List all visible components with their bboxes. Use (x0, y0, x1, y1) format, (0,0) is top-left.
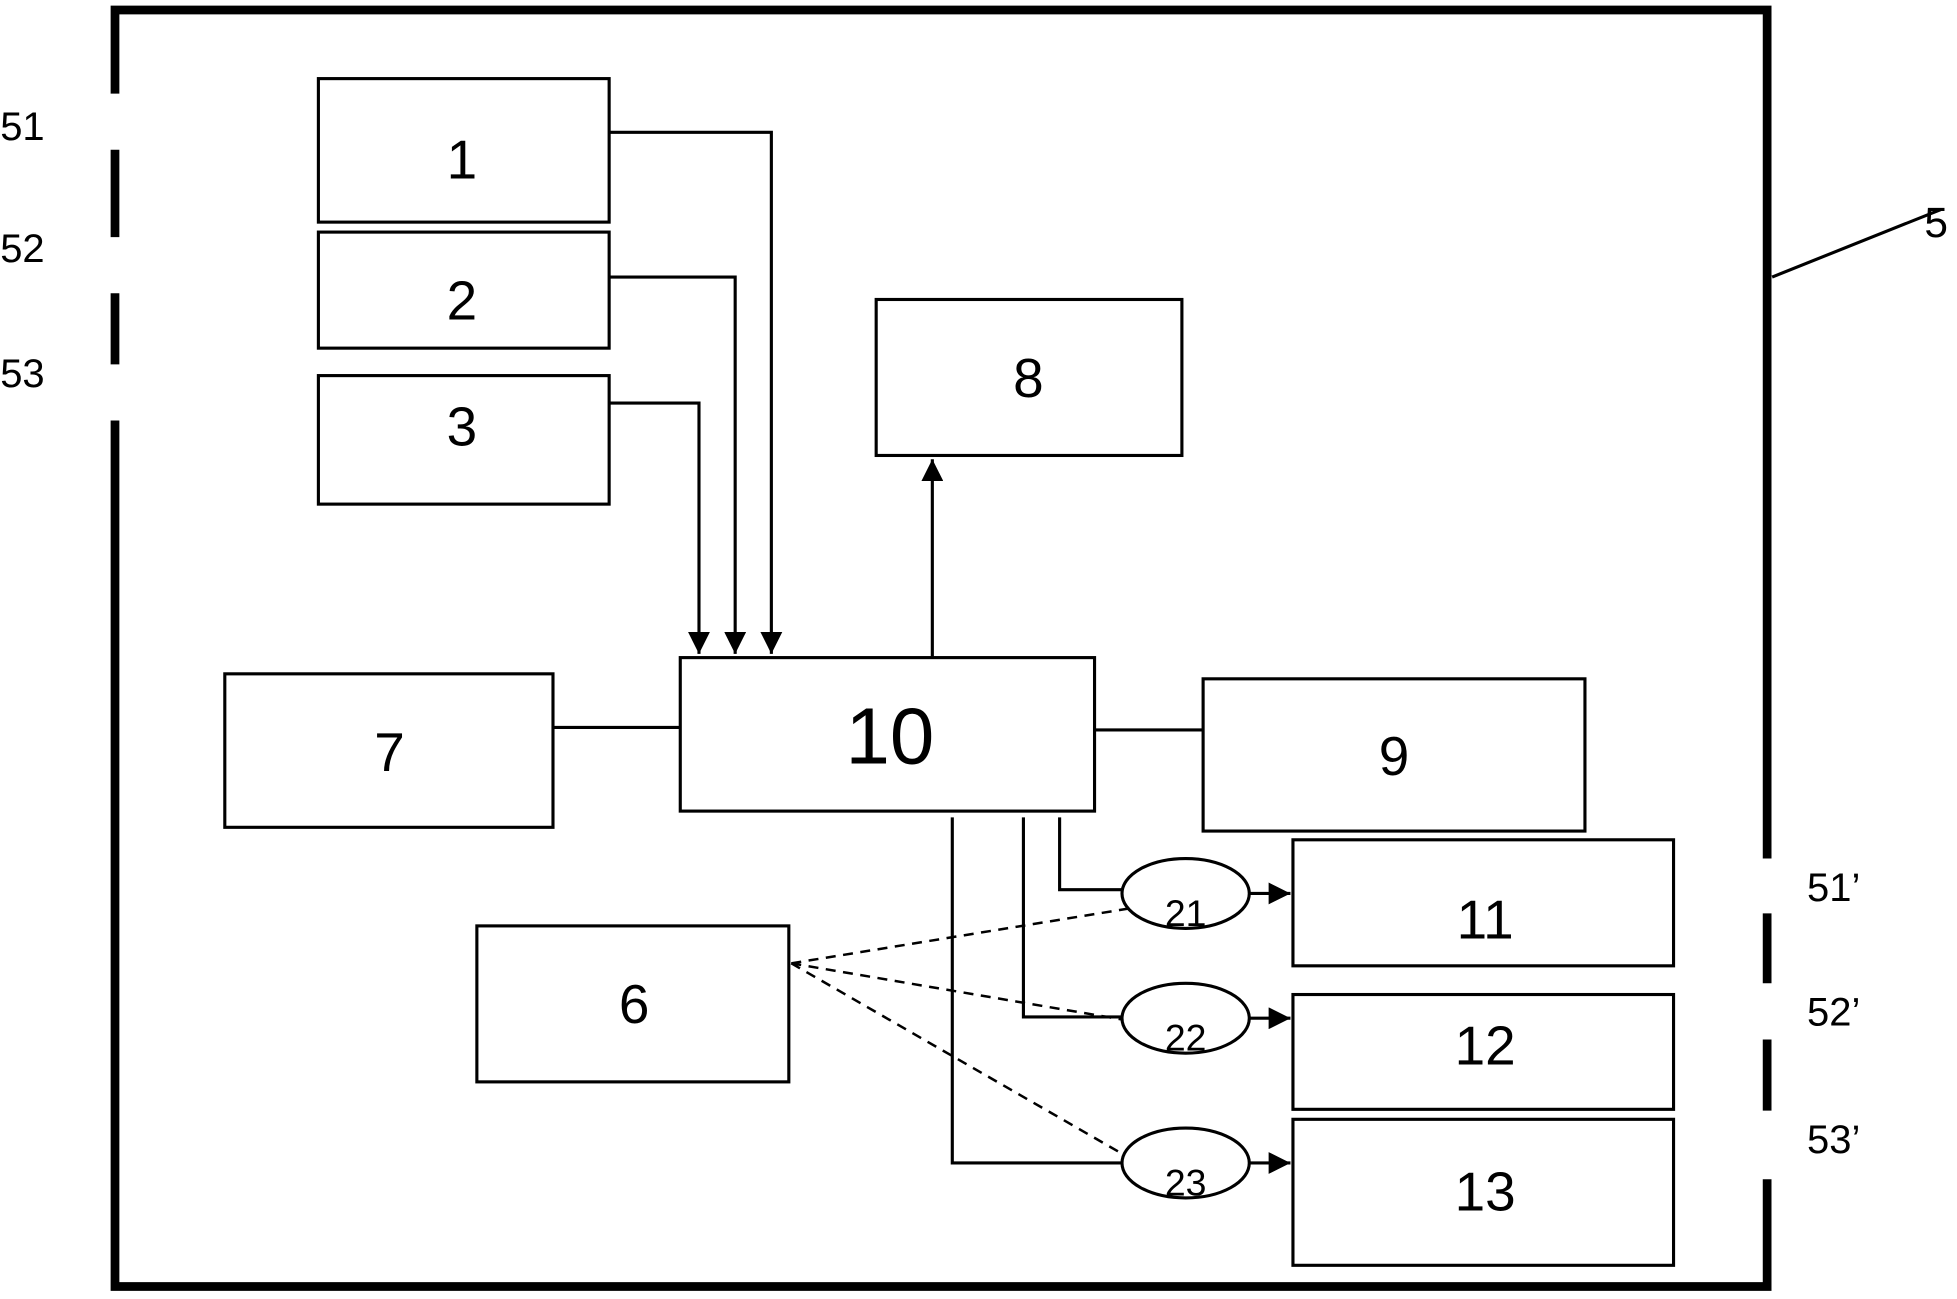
block-12: 12 (1291, 992, 1676, 1111)
block-8: 8 (874, 297, 1184, 458)
svg-text:1: 1 (447, 128, 478, 190)
line-10-to-21 (1058, 817, 1124, 892)
svg-text:22: 22 (1165, 1017, 1207, 1059)
arrow-3-to-10 (609, 401, 710, 654)
block-7: 7 (223, 672, 555, 829)
port-label-52: 52 (0, 227, 44, 271)
port-label-52-prime: 52’ (1807, 991, 1860, 1035)
block-11: 11 (1291, 838, 1676, 968)
housing-frame (110, 5, 1942, 1291)
line-10-to-22 (1021, 817, 1124, 1019)
svg-text:11: 11 (1457, 888, 1514, 950)
housing-label: 5 (1924, 199, 1948, 246)
port-label-51-prime: 51’ (1807, 866, 1860, 910)
valve-23: 23 (1120, 1126, 1251, 1203)
block-3: 3 (316, 374, 611, 506)
svg-text:13: 13 (1455, 1160, 1516, 1222)
block-9: 9 (1201, 677, 1587, 833)
svg-text:8: 8 (1013, 347, 1044, 409)
arrow-1-to-10 (609, 130, 783, 654)
svg-text:7: 7 (374, 721, 405, 783)
dashed-6-to-22 (791, 962, 1130, 1022)
block-2: 2 (316, 230, 611, 350)
valve-22: 22 (1120, 981, 1251, 1059)
arrow-2-to-10 (609, 275, 747, 654)
svg-text:3: 3 (447, 395, 478, 457)
valve-21: 21 (1120, 856, 1251, 934)
port-label-53-prime: 53’ (1807, 1118, 1860, 1162)
svg-text:10: 10 (845, 692, 934, 781)
port-label-53: 53 (0, 352, 44, 396)
svg-text:9: 9 (1379, 725, 1410, 787)
block-10: 10 (678, 656, 1097, 813)
svg-text:2: 2 (447, 269, 478, 331)
svg-text:12: 12 (1455, 1014, 1516, 1076)
line-10-to-23 (950, 817, 1124, 1165)
block-6: 6 (475, 924, 791, 1084)
port-label-51: 51 (0, 105, 44, 149)
dashed-6-to-23 (790, 962, 1131, 1160)
block-1: 1 (316, 77, 611, 224)
svg-text:6: 6 (619, 973, 650, 1035)
svg-text:23: 23 (1165, 1161, 1207, 1203)
dashed-6-to-21 (791, 907, 1130, 965)
block-13: 13 (1291, 1117, 1676, 1267)
svg-text:21: 21 (1165, 892, 1207, 934)
